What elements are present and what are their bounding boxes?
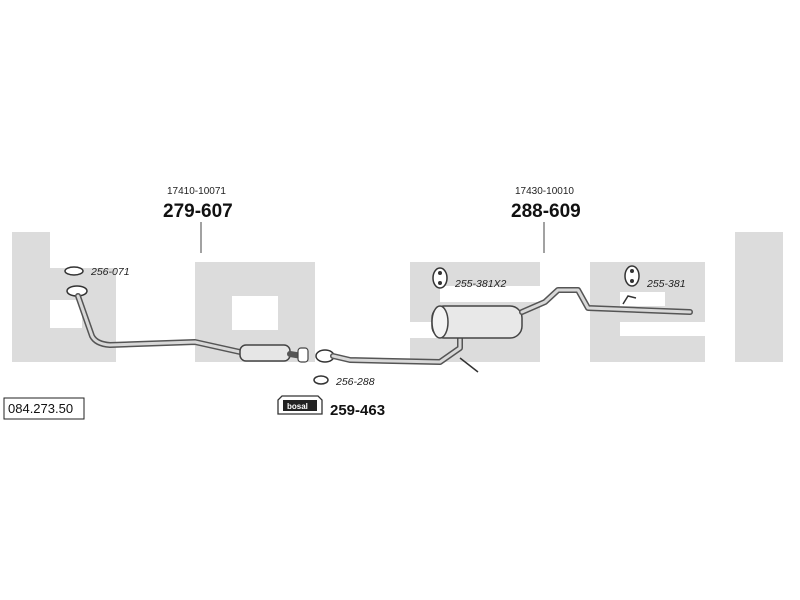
centre-silencer: [239, 344, 291, 362]
gasket-icon-front: [64, 266, 84, 276]
part-number-rear-silencer: 288-609: [511, 201, 581, 222]
front-pipe-assembly: [66, 285, 309, 363]
hanger-centre-label: 255-381X2: [454, 278, 507, 290]
oem-number-front: 17410-10071: [167, 186, 226, 197]
gasket-icon-mid: [313, 375, 329, 385]
part-number-front-pipe: 279-607: [163, 201, 233, 222]
rubber-hanger-icon-rear: [624, 265, 640, 287]
oem-number-rear: 17430-10010: [515, 186, 574, 197]
rubber-hanger-icon-centre: [432, 267, 448, 289]
gasket-mid-label: 256-288: [335, 376, 375, 388]
gasket-front-label: 256-071: [90, 266, 130, 278]
hanger-rear-label: 255-381: [646, 278, 686, 290]
reference-number: 084.273.50: [8, 401, 73, 416]
mounting-kit-part-number: 259-463: [330, 402, 385, 419]
reference-number-box: [3, 397, 85, 420]
rear-silencer-assembly: [330, 287, 693, 373]
bosal-brand-badge: bosal: [287, 402, 308, 411]
mounting-kit-badge: bosal: [277, 395, 323, 415]
